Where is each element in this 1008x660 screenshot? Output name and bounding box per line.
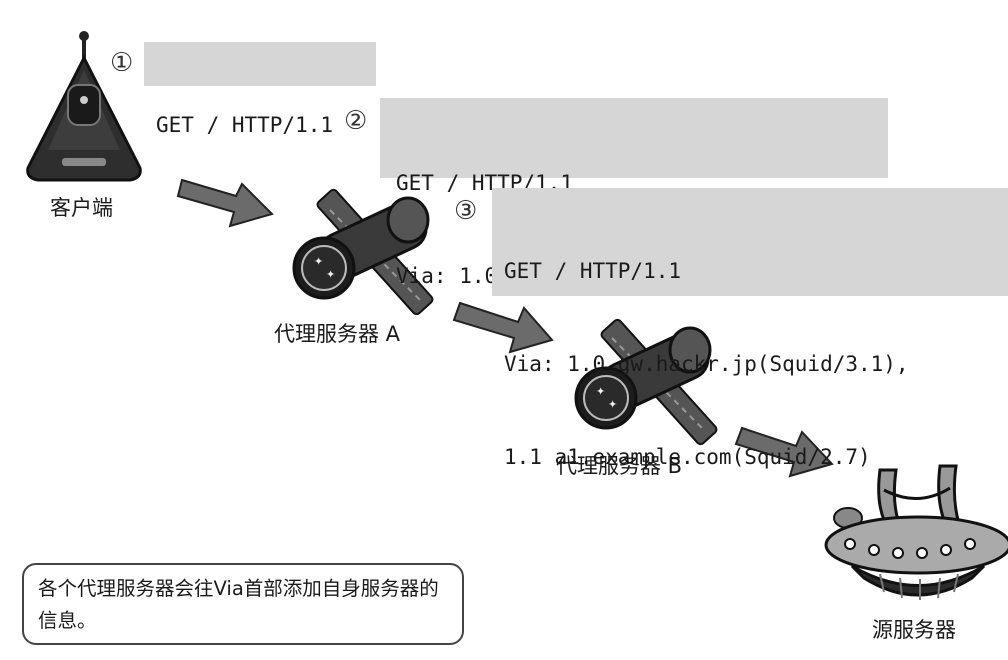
step-3-line-2: Via: 1.0 gw.hackr.jp(Squid/3.1), [504, 352, 909, 376]
note-text: 各个代理服务器会往Via首部添加自身服务器的信息。 [38, 577, 439, 632]
proxy-a-satellite-icon: ✦ ✦ [292, 188, 434, 316]
proxy-a-label: 代理服务器 A [274, 322, 401, 346]
client-device-icon [26, 31, 142, 182]
svg-text:✦: ✦ [608, 398, 617, 411]
svg-text:✦: ✦ [596, 385, 605, 398]
svg-text:✦: ✦ [314, 255, 323, 268]
step-1-line-1: GET / HTTP/1.1 [156, 113, 334, 137]
step-1-request-box: GET / HTTP/1.1 [144, 42, 376, 137]
arrow-proxy-a-to-proxy-b [452, 301, 554, 354]
svg-text:✦: ✦ [326, 268, 335, 281]
step-1-number: ① [110, 48, 134, 78]
origin-server-ufo-icon [824, 464, 1008, 600]
client-label: 客户端 [50, 196, 113, 220]
origin-server-label: 源服务器 [872, 618, 956, 642]
proxy-b-satellite-icon: ✦ ✦ [574, 318, 718, 446]
step-3-line-3: 1.1 a1.example.com(Squid/2.7) [504, 445, 871, 469]
arrow-client-to-proxy-a [176, 178, 274, 228]
proxy-b-label: 代理服务器 B [556, 454, 683, 478]
step-2-number: ② [344, 106, 368, 136]
step-2-request-box: GET / HTTP/1.1 Via: 1.0 gw.hackr.jp(Squi… [380, 98, 888, 288]
step-3-number: ③ [454, 196, 478, 226]
step-3-line-1: GET / HTTP/1.1 [504, 259, 682, 283]
note-box: 各个代理服务器会往Via首部添加自身服务器的信息。 [22, 563, 464, 645]
step-3-request-box: GET / HTTP/1.1 Via: 1.0 gw.hackr.jp(Squi… [492, 188, 1008, 469]
arrow-proxy-b-to-origin [734, 426, 834, 478]
